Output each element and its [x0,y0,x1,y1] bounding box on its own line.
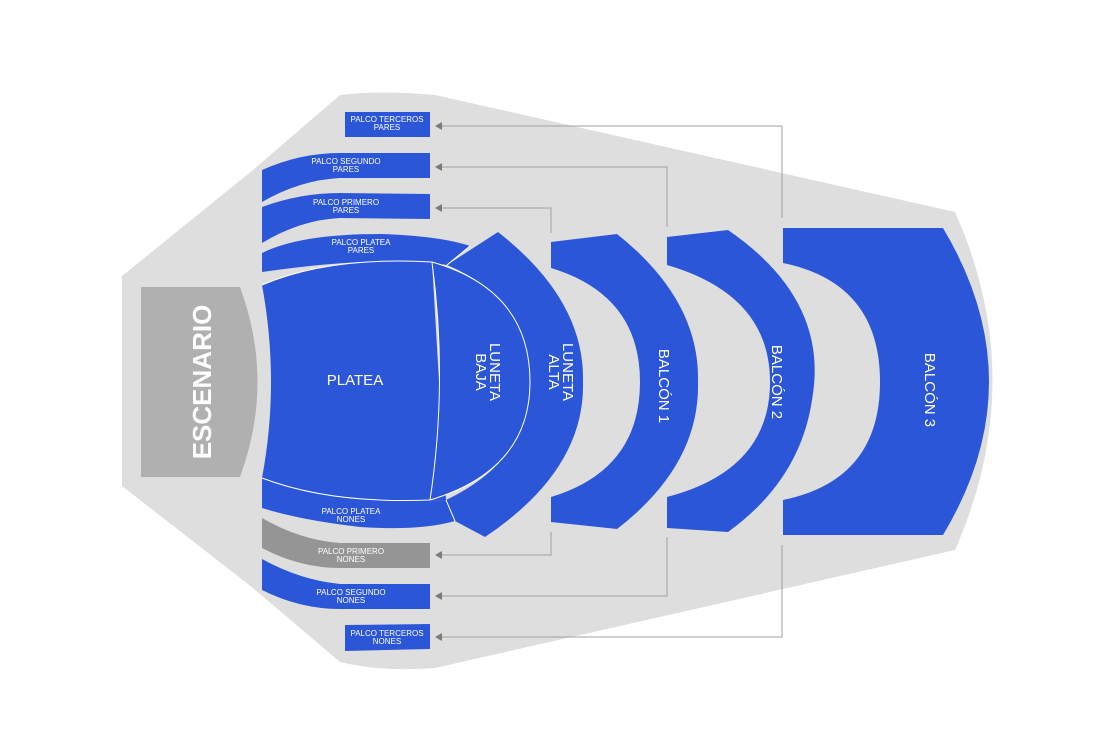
palco-terceros-pares-line1: PALCO TERCEROS [350,115,423,124]
palco-platea-pares-line1: PALCO PLATEA [332,238,392,247]
luneta-alta-line2: ALTA [545,354,562,389]
palco-terceros-pares-line2: PARES [374,123,401,132]
palco-segundo-nones-line2: NONES [337,596,365,605]
palco-primero-nones-line2: NONES [337,555,365,564]
section-luneta-alta[interactable]: LUNETA ALTA [446,232,584,537]
divider-line [261,260,531,502]
balcon-2-label: BALCÓN 2 [768,345,785,419]
palco-segundo-pares-line2: PARES [333,165,360,174]
connector-balcon-2-terceros [435,122,783,641]
section-palco-primero-nones[interactable]: PALCO PRIMERO NONES [262,518,430,568]
divider-line [445,245,471,522]
section-palco-platea-nones[interactable]: PALCO PLATEA NONES [262,478,455,529]
connector-balcon-1-segundo [435,163,668,600]
stage-label: ESCENARIO [187,305,217,460]
arrow-left-icon [435,163,442,171]
palco-segundo-pares-line1: PALCO SEGUNDO [311,157,380,166]
palco-primero-nones-line1: PALCO PRIMERO [318,547,384,556]
arrow-left-icon [435,592,442,600]
palco-platea-nones-line1: PALCO PLATEA [322,507,382,516]
arrow-left-icon [435,204,442,212]
arrow-left-icon [435,633,442,641]
platea-label: PLATEA [327,372,383,389]
section-palco-segundo-pares[interactable]: PALCO SEGUNDO PARES [262,153,430,202]
stage: ESCENARIO [141,287,258,477]
section-palco-terceros-nones[interactable]: PALCO TERCEROS NONES [345,624,430,651]
connector-luneta-alta-primero [435,204,552,559]
divider-line [429,261,440,501]
arrow-left-icon [435,551,442,559]
section-balcon-1[interactable]: BALCÓN 1 [551,234,699,529]
balcon-3-label: BALCÓN 3 [921,353,938,427]
section-platea[interactable]: PLATEA [262,260,446,501]
palco-terceros-nones-line1: PALCO TERCEROS [350,629,423,638]
section-balcon-2[interactable]: BALCÓN 2 [667,230,815,532]
section-palco-terceros-pares[interactable]: PALCO TERCEROS PARES [345,112,430,137]
section-palco-platea-pares[interactable]: PALCO PLATEA PARES [262,234,470,272]
balcon-1-label: BALCÓN 1 [655,349,672,423]
luneta-baja-line2: BAJA [472,353,489,391]
palco-segundo-nones-line1: PALCO SEGUNDO [316,588,385,597]
palco-platea-pares-line2: PARES [348,246,375,255]
luneta-baja-line1: LUNETA [486,343,503,401]
palco-primero-pares-line1: PALCO PRIMERO [313,198,379,207]
section-balcon-3[interactable]: BALCÓN 3 [783,228,989,535]
arrow-left-icon [435,122,442,130]
luneta-alta-line1: LUNETA [559,343,576,401]
palco-terceros-nones-line2: NONES [373,637,401,646]
section-palco-segundo-nones[interactable]: PALCO SEGUNDO NONES [262,559,430,609]
section-palco-primero-pares[interactable]: PALCO PRIMERO PARES [262,193,430,243]
palco-platea-nones-line2: NONES [337,515,365,524]
palco-primero-pares-line2: PARES [333,206,360,215]
section-luneta-baja[interactable]: LUNETA BAJA [430,262,530,500]
